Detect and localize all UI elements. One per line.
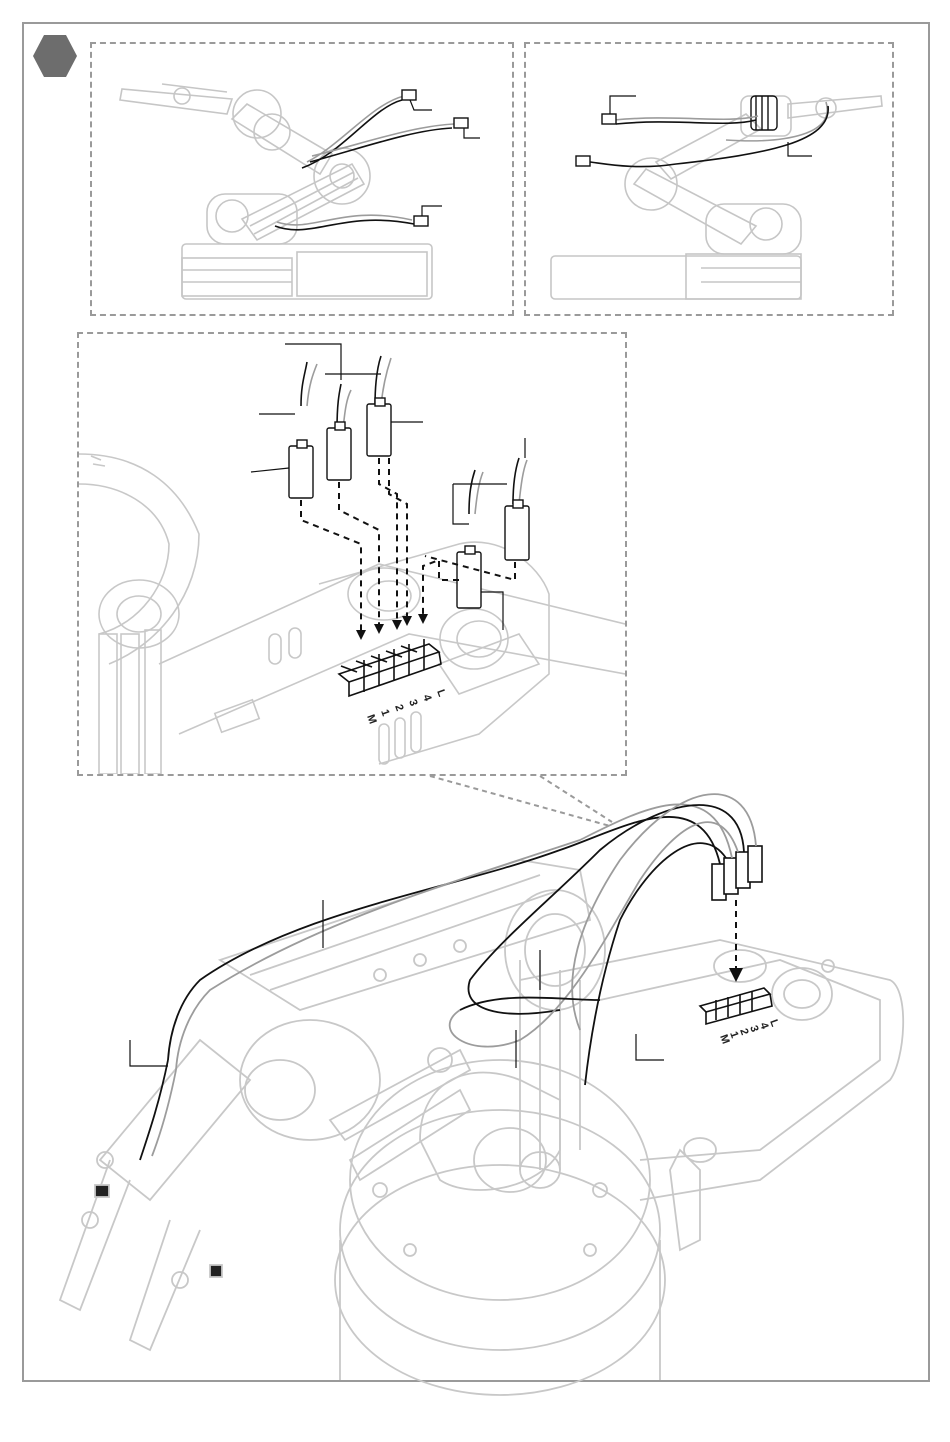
dashed-arrow-icon: [729, 968, 743, 982]
pin-label-l: L: [767, 1018, 781, 1029]
